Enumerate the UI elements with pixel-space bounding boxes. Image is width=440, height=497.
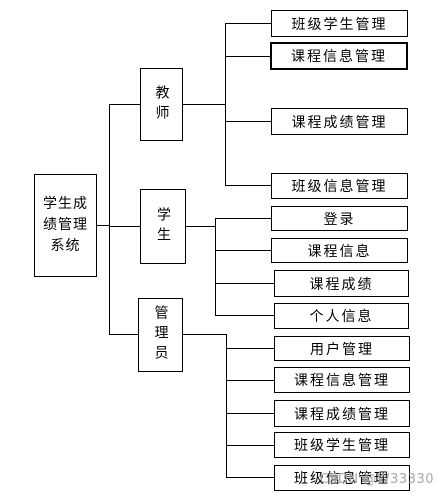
watermark: CSDN @W33330 bbox=[319, 471, 434, 487]
student-item-label: 个人信息 bbox=[309, 309, 374, 325]
root-node-label: 学生成绩管理系统 bbox=[43, 196, 88, 254]
student-item-login: 登录 bbox=[271, 206, 408, 231]
admin-item-label: 课程信息管理 bbox=[294, 373, 390, 389]
admin-item-class-student-mgmt: 班级学生管理 bbox=[274, 432, 410, 458]
admin-item-label: 班级信息管理 bbox=[294, 471, 390, 487]
teacher-item-course-info-mgmt: 课程信息管理 bbox=[270, 42, 408, 70]
teacher-item-label: 课程成绩管理 bbox=[291, 114, 388, 131]
teacher-item-class-student-mgmt: 班级学生管理 bbox=[271, 10, 408, 37]
admin-item-course-info-mgmt: 课程信息管理 bbox=[274, 367, 410, 393]
student-item-label: 课程信息 bbox=[307, 243, 372, 260]
admin-item-label: 课程成绩管理 bbox=[294, 406, 390, 423]
teacher-item-label: 班级学生管理 bbox=[291, 16, 388, 33]
student-item-label: 登录 bbox=[323, 211, 356, 228]
role-label-teacher: 教师 bbox=[153, 84, 170, 125]
admin-item-user-mgmt: 用户管理 bbox=[274, 336, 410, 361]
admin-item-label: 班级学生管理 bbox=[294, 438, 390, 454]
admin-item-class-info-mgmt: 班级信息管理 bbox=[274, 465, 410, 491]
role-label-student: 学生 bbox=[155, 206, 171, 247]
root-node-student-grade-system: 学生成绩管理系统 bbox=[34, 174, 97, 277]
role-node-admin: 管理员 bbox=[138, 298, 183, 372]
admin-item-label: 用户管理 bbox=[310, 341, 374, 358]
student-item-course-grade: 课程成绩 bbox=[274, 270, 409, 297]
admin-item-course-grade-mgmt: 课程成绩管理 bbox=[274, 400, 410, 427]
teacher-item-course-grade-mgmt: 课程成绩管理 bbox=[271, 108, 408, 135]
role-label-admin: 管理员 bbox=[152, 305, 169, 365]
teacher-item-label: 班级信息管理 bbox=[291, 179, 388, 195]
teacher-item-label: 课程信息管理 bbox=[291, 49, 387, 65]
teacher-item-class-info-mgmt: 班级信息管理 bbox=[271, 173, 408, 199]
role-node-student: 学生 bbox=[140, 189, 186, 264]
student-item-label: 课程成绩 bbox=[309, 276, 374, 293]
student-item-personal-info: 个人信息 bbox=[274, 303, 409, 329]
role-node-teacher: 教师 bbox=[140, 68, 183, 141]
student-item-course-info: 课程信息 bbox=[271, 238, 408, 263]
